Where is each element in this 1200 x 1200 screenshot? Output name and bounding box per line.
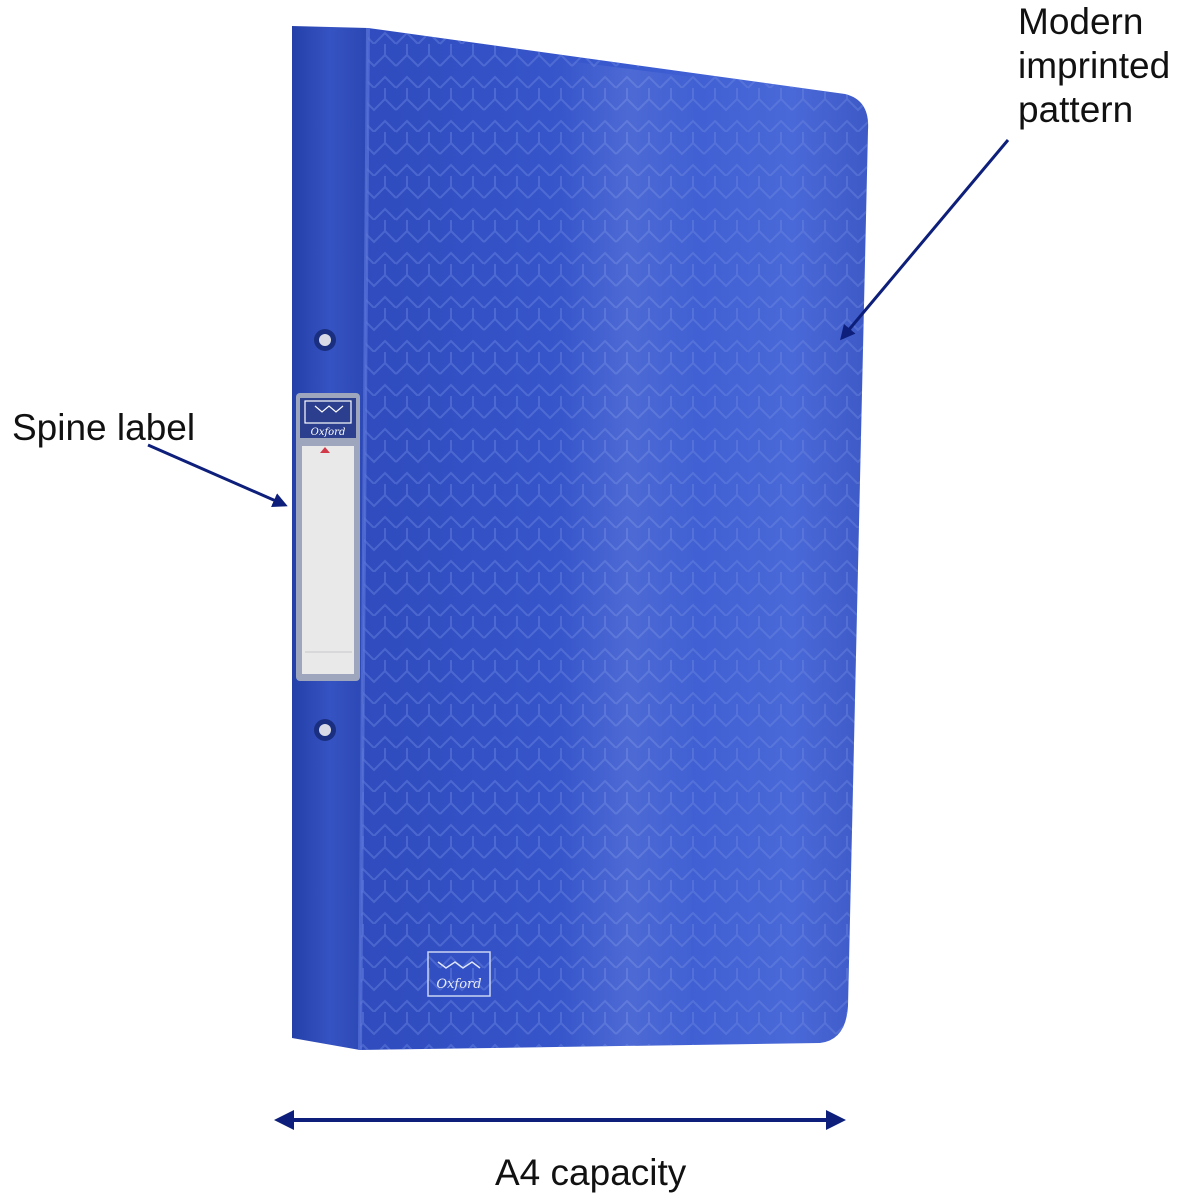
spine-label-holder: Oxford: [296, 393, 360, 681]
spine-rivet-top: [314, 329, 336, 351]
spine-label-callout-arrow: [147, 443, 288, 508]
oxford-crest-icon: [437, 961, 481, 969]
pattern-callout-arrow: [840, 139, 1010, 341]
svg-text:Oxford: Oxford: [311, 427, 346, 438]
spine-rivet-bottom: [314, 719, 336, 741]
pattern-callout-line-2: imprinted: [1018, 45, 1171, 86]
capacity-callout: A4 capacity: [495, 1152, 687, 1193]
pattern-callout: Modern imprinted pattern: [1018, 0, 1170, 132]
binder-spine-edge: [358, 28, 370, 1050]
spine-label-card: [302, 446, 354, 674]
front-logo: Oxford: [427, 951, 491, 997]
pattern-callout-line-1: Modern: [1018, 1, 1144, 42]
pattern-callout-line-3: pattern: [1018, 89, 1134, 130]
oxford-crest-icon: Oxford: [304, 400, 352, 438]
spine-label-callout: Spine label: [12, 407, 196, 448]
binder: Oxford Oxford: [292, 26, 869, 1050]
svg-text:Oxford: Oxford: [436, 977, 481, 992]
binder-cover-shine: [560, 60, 700, 1048]
